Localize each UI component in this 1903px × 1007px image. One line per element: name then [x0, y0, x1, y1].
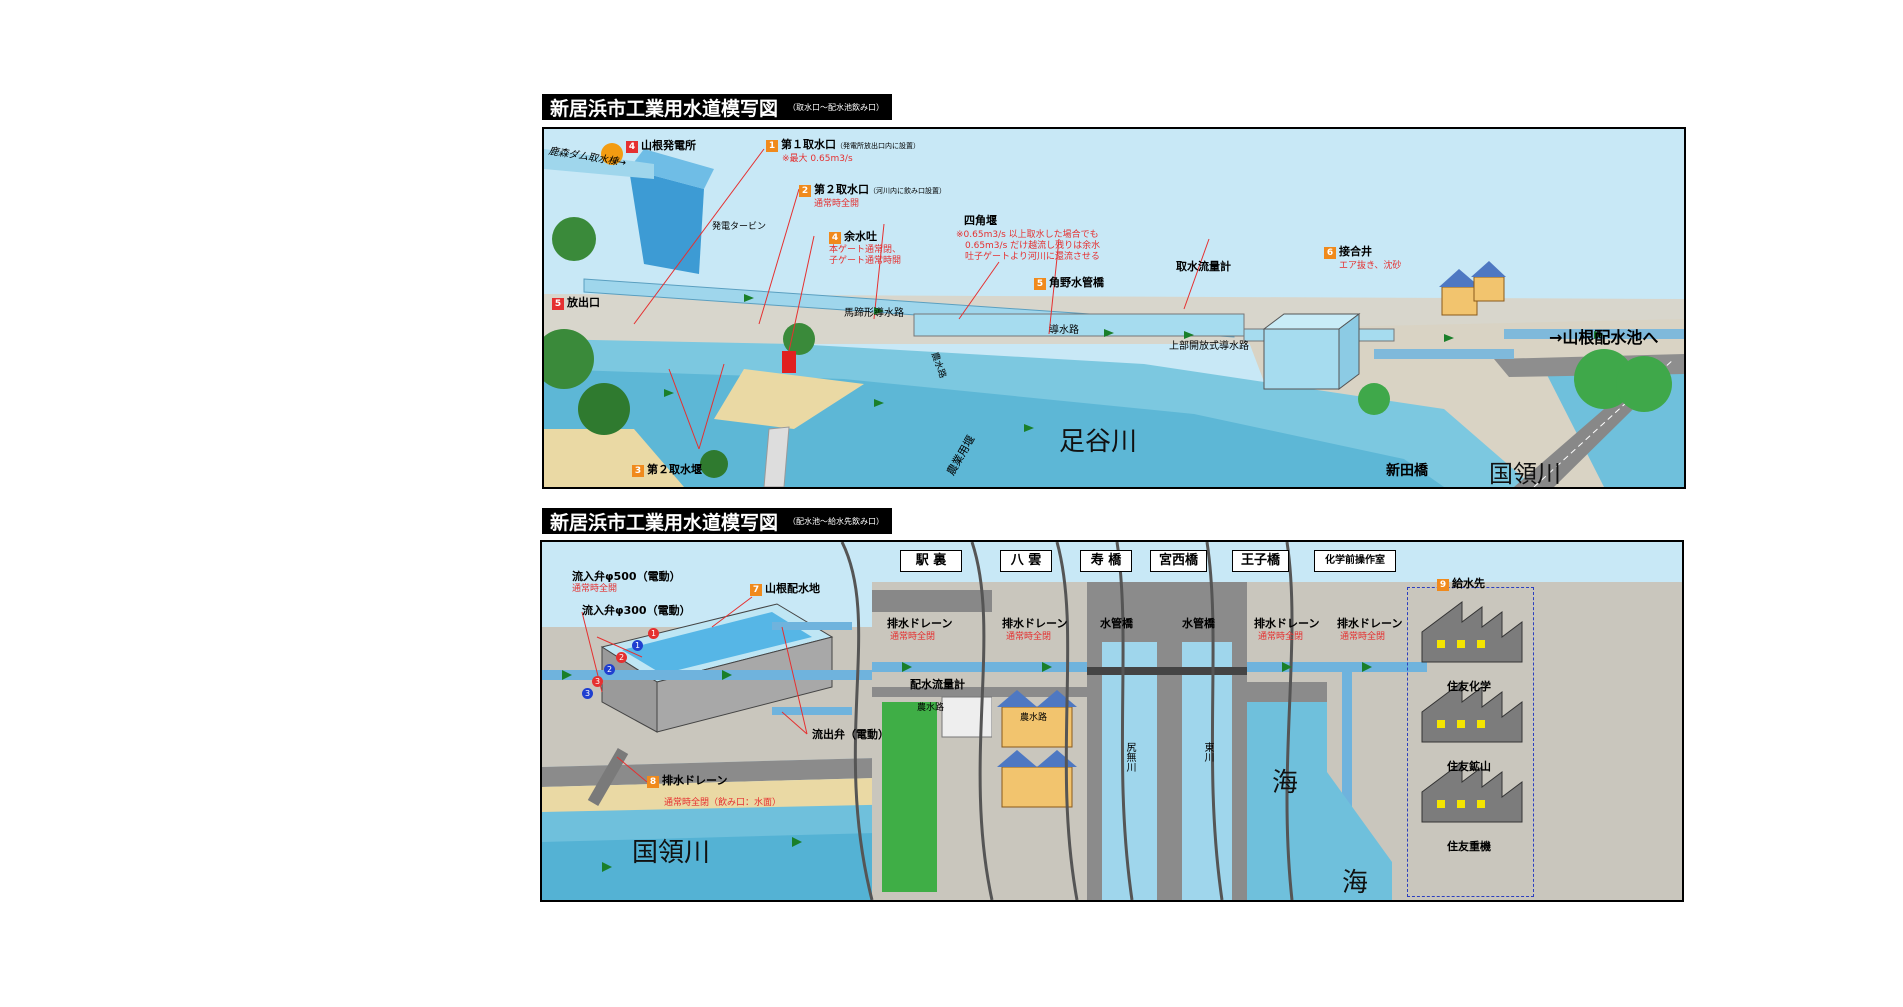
- turbine-label: 発電タービン: [712, 222, 767, 232]
- section-yakumo: 八 雲: [1000, 550, 1052, 572]
- kokuryo-river-label: 国領川: [1489, 460, 1561, 488]
- weir2-num: 3: [632, 465, 644, 477]
- supply-num: 9: [1437, 579, 1449, 591]
- valve300-label: 流入弁φ300（電動）: [582, 604, 691, 617]
- junction-text: 接合井: [1339, 245, 1372, 258]
- higashi-river-label: 東川: [1202, 742, 1213, 762]
- bottom-title-bar: 新居浜市工業用水道模写図 （配水池〜給水先飲み口）: [542, 508, 893, 534]
- flow-meter-label: 取水流量計: [1176, 260, 1231, 273]
- intake1-text: 第１取水口: [781, 138, 836, 151]
- plant-num: 4: [626, 141, 638, 153]
- intake2-text: 第２取水口: [814, 183, 869, 196]
- farm2-label: 農水路: [1020, 713, 1048, 723]
- top-title-bar: 新居浜市工業用水道模写図 （取水口〜配水池飲み口）: [542, 94, 893, 120]
- company-sumitomo-mining: 住友鉱山: [1447, 760, 1491, 773]
- company-sumitomo-heavy: 住友重機: [1447, 840, 1491, 853]
- weir2-text: 第２取水堰: [647, 463, 702, 476]
- weir4-label: 四角堰: [964, 214, 997, 227]
- intake1-note: （発電所放出口内に設置）: [836, 142, 920, 150]
- pipe-bridge2-label: 水管橋: [1182, 617, 1215, 630]
- shirinashi-river-label: 尻無川: [1124, 742, 1135, 772]
- sea1-label: 海: [1272, 768, 1299, 798]
- drain-d-red: 通常時全閉: [1340, 632, 1386, 642]
- bridge-text: 角野水管橋: [1049, 276, 1104, 289]
- valve-marker-2a[interactable]: 2: [616, 652, 627, 663]
- section-ekiura: 駅 裏: [900, 550, 962, 572]
- valve-marker-1b[interactable]: 1: [632, 640, 643, 651]
- valve-marker-1a[interactable]: 1: [648, 628, 659, 639]
- drain-c-label: 排水ドレーン: [1254, 617, 1320, 630]
- supply-text: 給水先: [1452, 577, 1485, 590]
- drain-a-label: 排水ドレーン: [887, 617, 953, 630]
- bottom-subtitle: （配水池〜給水先飲み口）: [788, 516, 885, 526]
- bridge-num: 5: [1034, 278, 1046, 290]
- pipe-bridge1-label: 水管橋: [1100, 617, 1133, 630]
- drain-d-label: 排水ドレーン: [1337, 617, 1403, 630]
- open-channel-label: 上部開放式導水路: [1169, 341, 1249, 352]
- horseshoe-label: 馬蹄形導水路: [844, 308, 904, 319]
- ashitani-river-label: 足谷川: [1059, 427, 1138, 457]
- top-scene: [544, 129, 1684, 487]
- section-kotobuki: 寿 橋: [1080, 550, 1132, 572]
- section-ouji: 王子橋: [1232, 550, 1289, 572]
- drain-num: 8: [647, 776, 659, 788]
- section-miyanishi: 宮西橋: [1150, 550, 1207, 572]
- intake2-num: 2: [799, 185, 811, 197]
- dist-meter-label: 配水流量計: [910, 678, 965, 691]
- section-kagakumae: 化学前操作室: [1314, 550, 1396, 572]
- bottom-title: 新居浜市工業用水道模写図: [550, 511, 779, 534]
- valve500-red: 通常時全開: [572, 584, 618, 594]
- outlet-num: 5: [552, 298, 564, 310]
- drain-text: 排水ドレーン: [662, 774, 728, 787]
- drain-b-label: 排水ドレーン: [1002, 617, 1068, 630]
- reservoir-text: 山根配水地: [765, 582, 820, 595]
- top-subtitle: （取水口〜配水池飲み口）: [788, 102, 885, 112]
- shinden-bridge-label: 新田橋: [1386, 463, 1428, 479]
- reservoir-num: 7: [750, 584, 762, 596]
- bottom-diagram-panel: 1 1 2 2 3 3 流入弁φ500（電動） 通常時全開 流入弁φ300（電動…: [540, 540, 1684, 902]
- spill-text: 余水吐: [844, 230, 877, 243]
- outflow-valve-label: 流出弁（電動）: [812, 728, 889, 741]
- valve-marker-3b[interactable]: 3: [582, 688, 593, 699]
- weir4-red: ※0.65m3/s 以上取水した場合でも 0.65m3/s だけ越流し残りは余水…: [956, 230, 1101, 262]
- intake1-red: ※最大 0.65m3/s: [782, 154, 853, 164]
- outlet-text: 放出口: [567, 296, 600, 309]
- supply-box: [1407, 587, 1534, 897]
- junction-num: 6: [1324, 247, 1336, 259]
- junction-red: エア抜き、沈砂: [1339, 261, 1402, 271]
- farm1-label: 農水路: [917, 703, 945, 713]
- drain-red: 通常時全閉（飲み口：水面）: [664, 798, 782, 808]
- intake2-red: 通常時全開: [814, 199, 860, 209]
- top-title: 新居浜市工業用水道模写図: [550, 97, 779, 120]
- intake1-num: 1: [766, 140, 778, 152]
- bottom-scene: [542, 542, 1682, 900]
- kokuryo-river-label-2: 国領川: [632, 838, 711, 868]
- spill-red: 本ゲート通常閉、 子ゲート通常時開: [829, 245, 902, 266]
- channel-label: 導水路: [1049, 325, 1079, 336]
- to-yamane-label: →山根配水池へ: [1549, 328, 1659, 347]
- drain-b-red: 通常時全閉: [1006, 632, 1052, 642]
- intake2-note: （河川内に飲み口設置）: [869, 187, 946, 195]
- spill-num: 4: [829, 232, 841, 244]
- drain-a-red: 通常時全閉: [890, 632, 936, 642]
- valve-marker-2b[interactable]: 2: [604, 664, 615, 675]
- valve-marker-3a[interactable]: 3: [592, 676, 603, 687]
- valve500-label: 流入弁φ500（電動）: [572, 570, 681, 583]
- drain-c-red: 通常時全閉: [1258, 632, 1304, 642]
- plant-text: 山根発電所: [641, 139, 696, 152]
- company-sumitomo-chemical: 住友化学: [1447, 680, 1491, 693]
- sea2-label: 海: [1342, 868, 1369, 898]
